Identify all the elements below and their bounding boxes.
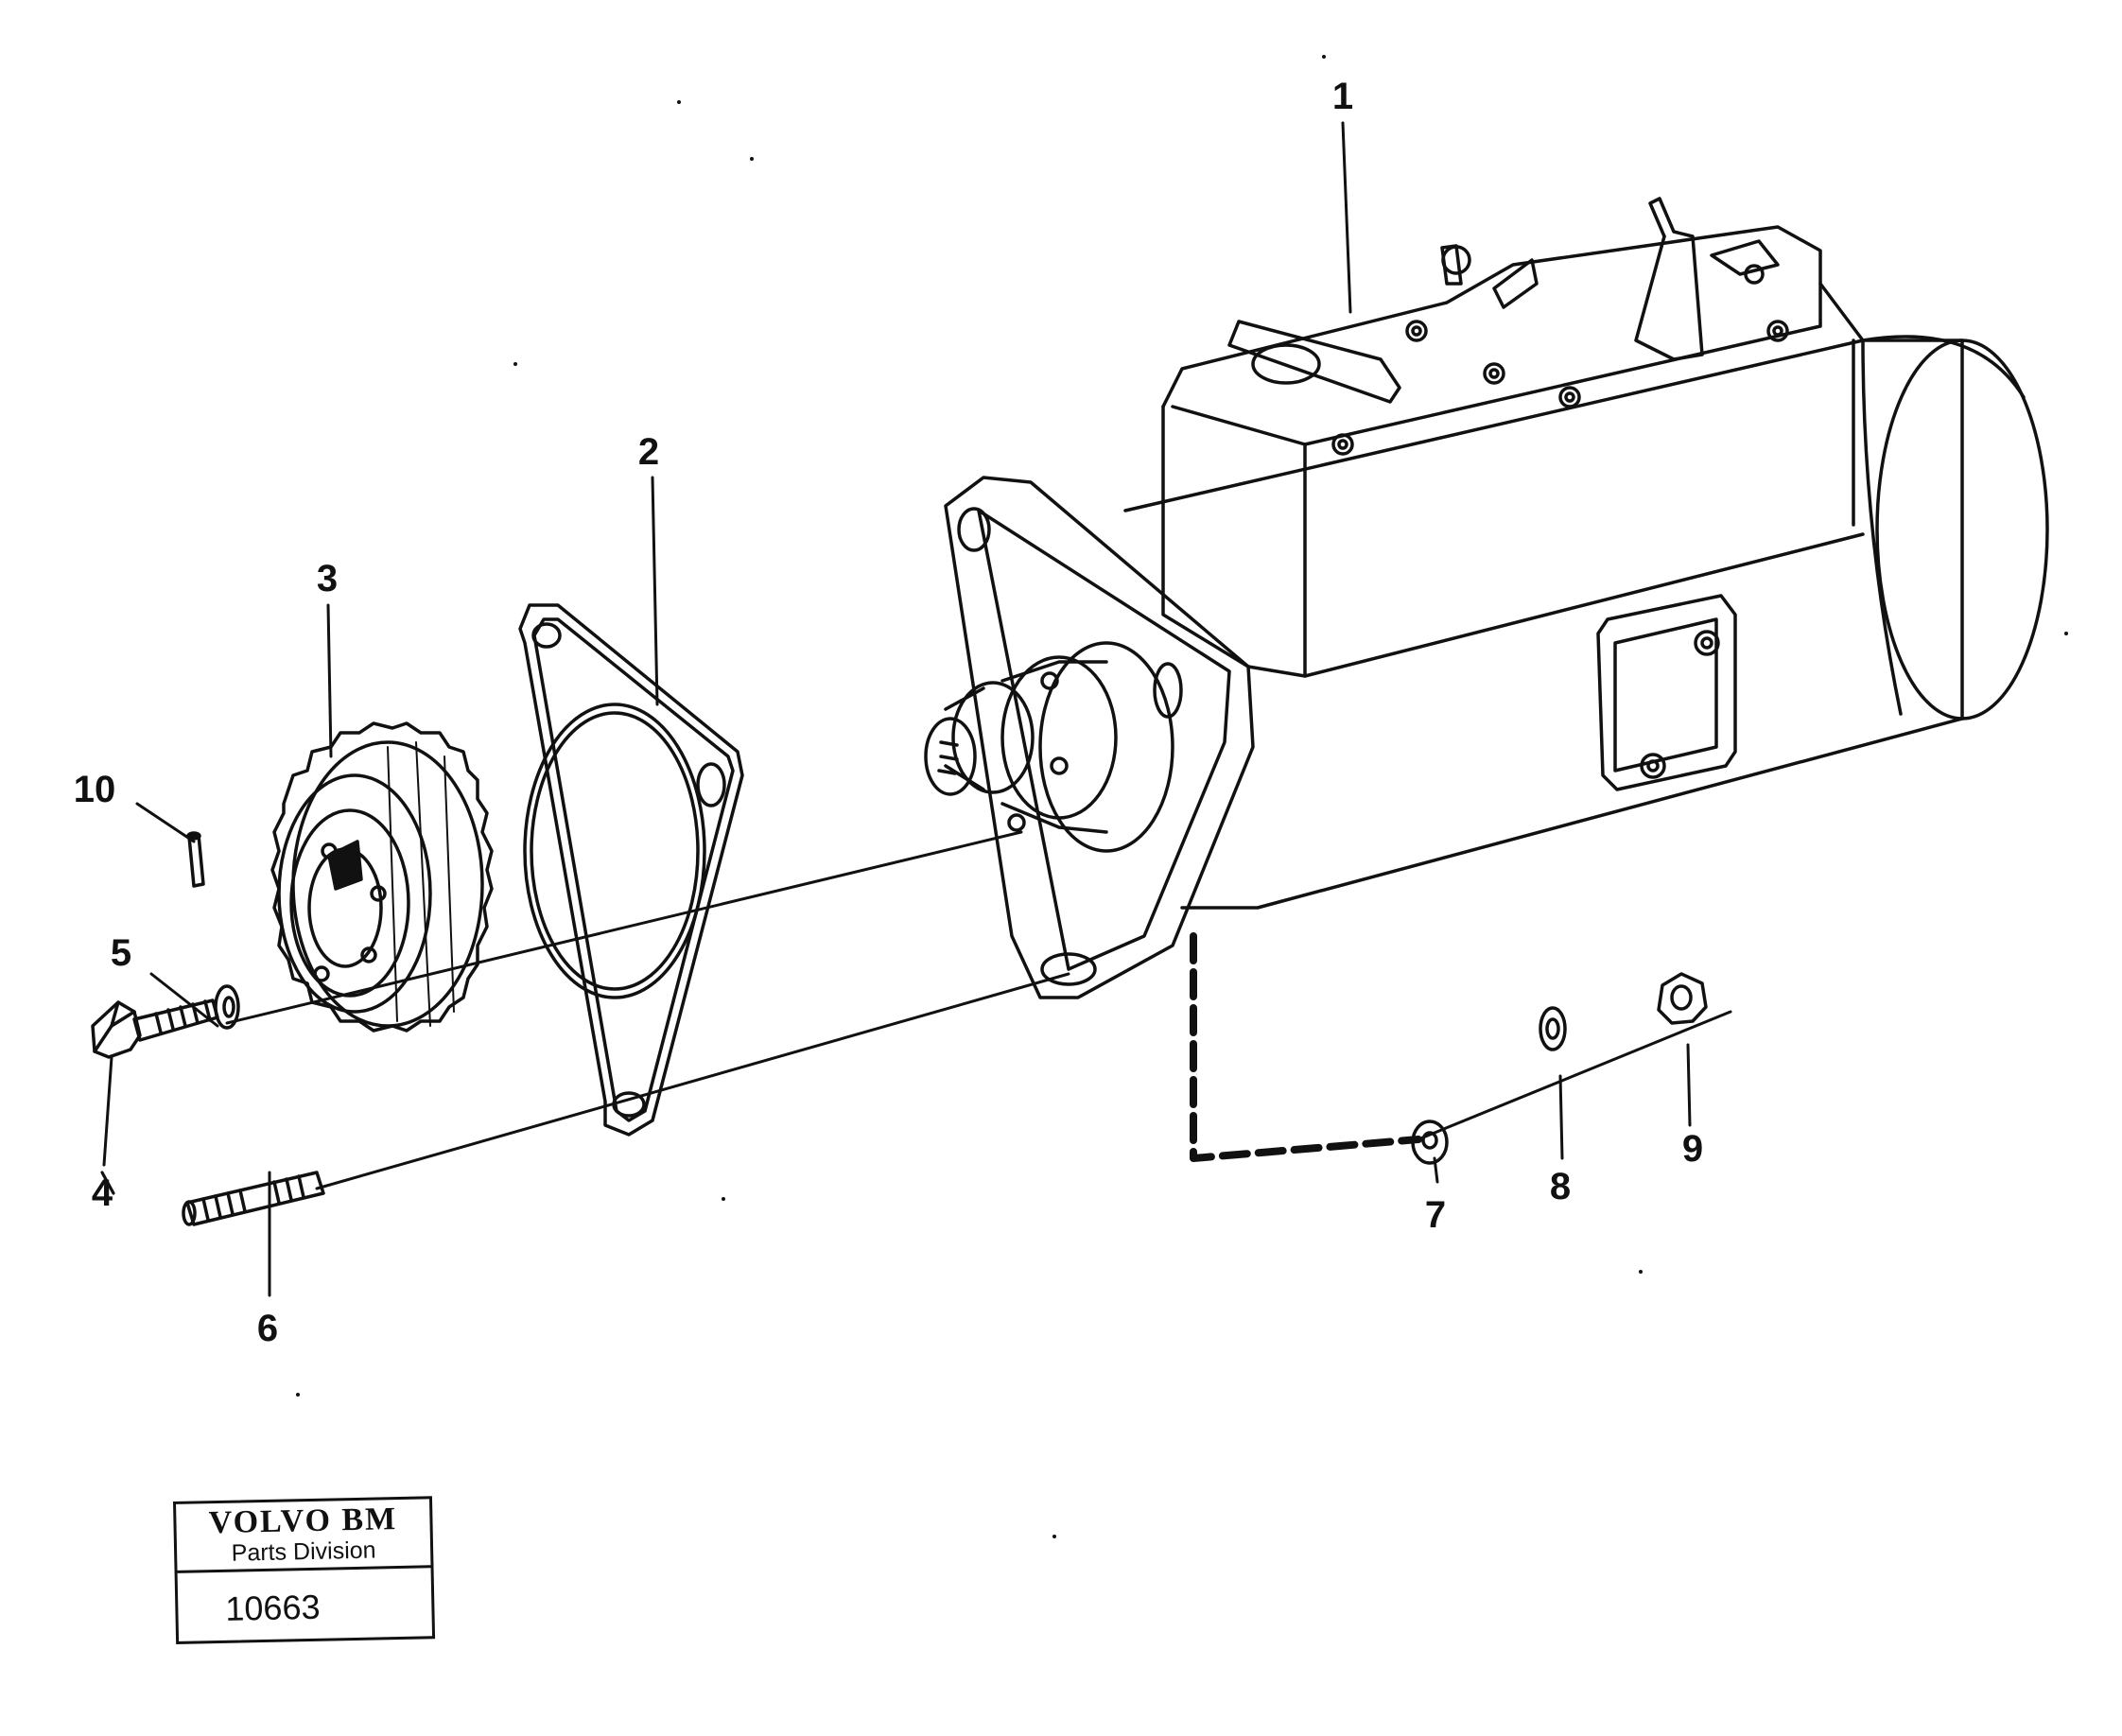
callout-10: 10 <box>73 769 116 810</box>
spring-washer-icon <box>1539 1006 1567 1051</box>
callout-8: 8 <box>1549 1166 1572 1207</box>
callout-7: 7 <box>1424 1194 1447 1236</box>
brand-box: VOLVO BM Parts Division <box>176 1499 431 1573</box>
injection-pump-icon <box>924 197 2049 999</box>
callout-3: 3 <box>316 558 339 599</box>
scan-specks <box>296 55 2068 1538</box>
callout-1: 1 <box>1331 76 1354 117</box>
callout-6: 6 <box>256 1308 279 1349</box>
assembly-lines <box>225 830 1732 1190</box>
stud-icon <box>182 1171 325 1226</box>
leader-lines <box>100 121 1692 1297</box>
brand-name: VOLVO BM <box>208 1502 398 1541</box>
washer-icon <box>214 984 240 1030</box>
gasket-icon <box>518 603 744 1137</box>
nut-icon <box>1657 972 1708 1025</box>
bolt-icon <box>91 998 219 1059</box>
callout-4: 4 <box>91 1172 113 1214</box>
document-number: 10663 <box>224 1587 321 1628</box>
title-block: VOLVO BM Parts Division 10663 <box>173 1496 436 1644</box>
washer-icon <box>1411 1120 1449 1165</box>
callout-2: 2 <box>637 431 660 473</box>
pin-icon <box>186 831 205 888</box>
callout-9: 9 <box>1681 1128 1704 1170</box>
gear-icon <box>270 721 494 1033</box>
callout-5: 5 <box>110 932 132 974</box>
